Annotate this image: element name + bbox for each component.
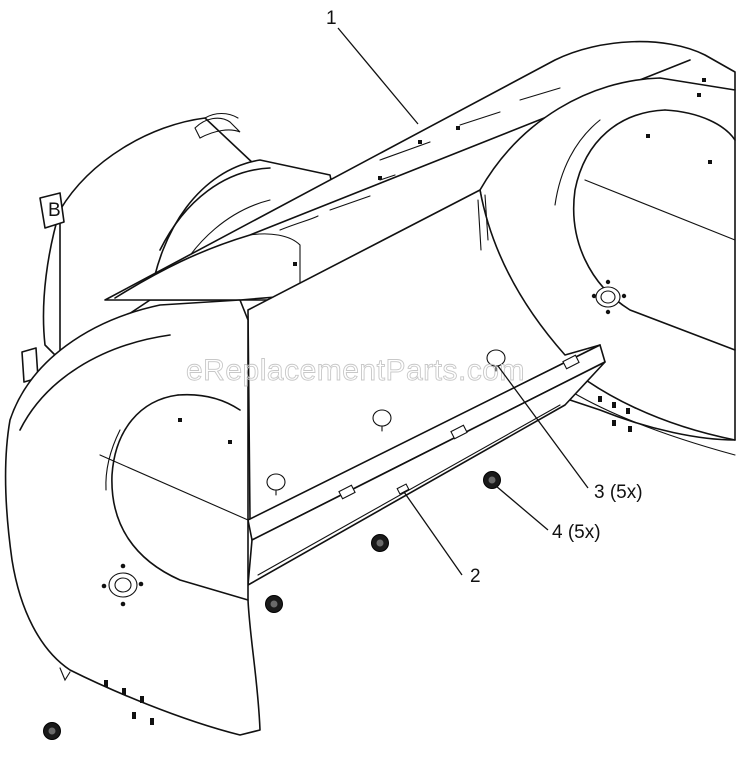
right-side-plate (479, 77, 736, 456)
top-hole (418, 140, 422, 144)
flange-nut (265, 595, 283, 613)
mounting-tab (39, 192, 65, 229)
callout-2: 2 (470, 566, 481, 587)
plate-slot (450, 424, 468, 440)
callout-3: 3 (5x) (594, 482, 643, 503)
top-hole (702, 78, 706, 82)
plate-slot (338, 484, 356, 500)
stud (266, 473, 286, 491)
flange-nut (43, 722, 61, 740)
tab-letter: B (48, 200, 61, 221)
flange-nut (371, 534, 389, 552)
back-panel (247, 189, 601, 521)
flange-nuts (43, 471, 501, 740)
shaft-bearing-hole (108, 572, 138, 598)
plate-slot (562, 354, 580, 370)
watermark: eReplacementParts.com (186, 354, 525, 387)
top-hole (293, 262, 297, 266)
callout-1: 1 (326, 8, 337, 29)
callout-4: 4 (5x) (552, 522, 601, 543)
plate-slot (396, 483, 410, 495)
top-hole (378, 176, 382, 180)
shave-plate (247, 344, 606, 586)
leader-lines (337, 27, 589, 576)
top-hole (456, 126, 460, 130)
shaft-bearing-hole (595, 286, 621, 308)
stud (372, 409, 392, 427)
flange-nut (483, 471, 501, 489)
front-left-side-plate (4, 299, 261, 736)
